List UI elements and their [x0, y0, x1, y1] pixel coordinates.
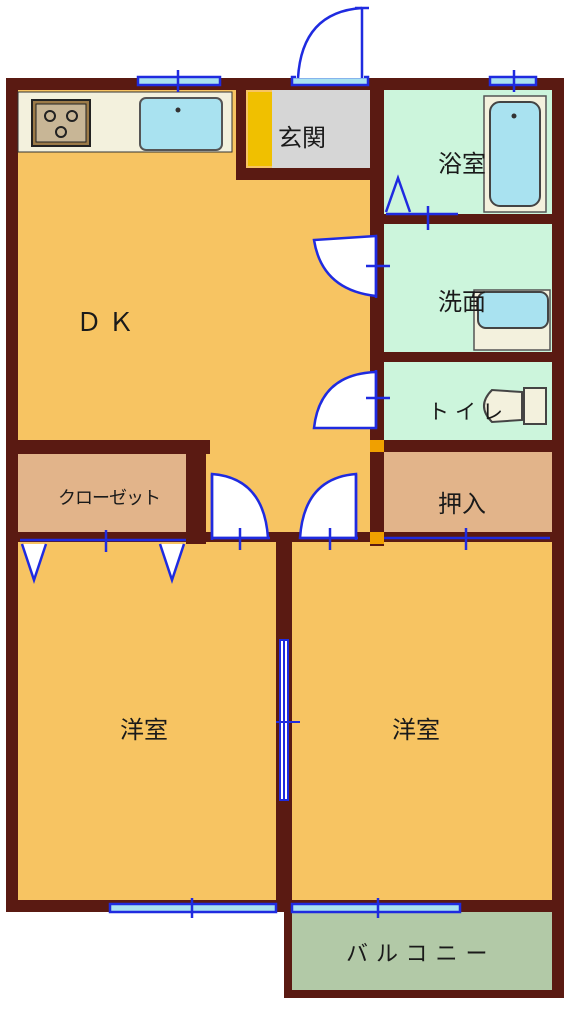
wall-closet-right: [186, 440, 206, 544]
wall-wet-core: [370, 86, 384, 546]
room-label-balcony: バルコニー: [346, 942, 496, 967]
room-label-closet: クローゼット: [58, 488, 161, 509]
shoe-cabinet: [248, 92, 272, 166]
closet-floor: [12, 452, 194, 534]
closet-doors: [20, 530, 186, 584]
washroom-door: [312, 234, 390, 298]
room-label-bath: 浴室: [438, 150, 486, 178]
entrance-door: [296, 6, 369, 79]
wall-entrance-bottom: [236, 168, 382, 180]
room-label-dk: ＤＫ: [76, 308, 141, 338]
room-label-western-right: 洋室: [392, 716, 440, 744]
entrance-floor: [272, 86, 372, 168]
sliding-partition: [276, 639, 300, 801]
wall-bath-washroom: [376, 214, 560, 224]
room-label-oshiire: 押入: [438, 490, 486, 518]
toilet-door: [312, 370, 390, 430]
wall-washroom-toilet: [376, 352, 560, 362]
wall-outer-left: [6, 78, 18, 912]
wall-toilet-oshiire: [376, 440, 560, 452]
balcony-floor: [290, 912, 554, 994]
windows: [108, 70, 538, 918]
room-label-entrance: 玄関: [278, 124, 326, 152]
room-label-washroom: 洗面: [438, 288, 486, 316]
room-label-toilet: トイレ: [428, 400, 509, 424]
oshiire-sliding-door: [384, 528, 550, 550]
wall-balcony-bottom: [284, 990, 564, 998]
wall-entrance-left: [236, 86, 246, 180]
western-left-door: [210, 472, 270, 550]
bath-door: [384, 174, 458, 230]
western-room-right-floor: [290, 540, 554, 904]
room-label-western-left: 洋室: [120, 716, 168, 744]
wall-dk-closet: [12, 440, 210, 454]
wall-balcony-left: [284, 900, 292, 998]
western-right-door: [298, 472, 358, 550]
western-room-left-floor: [12, 540, 284, 904]
toilet-icon: [483, 387, 547, 425]
oshiire-floor: [382, 452, 554, 534]
kitchen-sink-icon: [139, 97, 223, 151]
